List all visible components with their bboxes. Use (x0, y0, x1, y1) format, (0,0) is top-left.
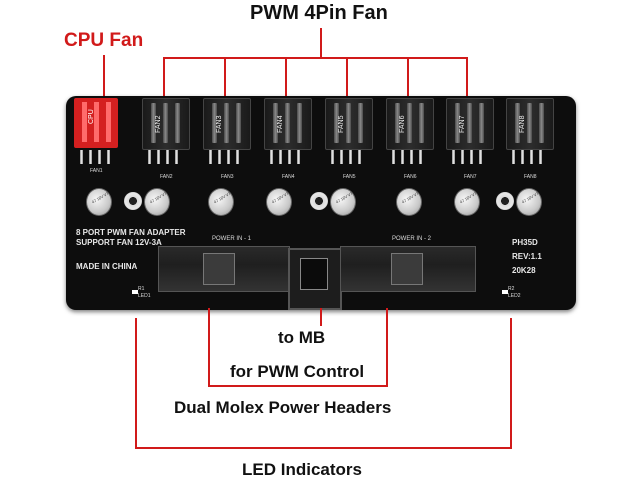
fan8-silk: FAN8 (524, 174, 537, 180)
dual-molex-label: Dual Molex Power Headers (174, 398, 392, 417)
molex-leader-right (386, 308, 388, 386)
pwm-drop-fan4 (285, 57, 287, 97)
fan6-header: FAN6 (386, 98, 434, 150)
led-leader-right (510, 318, 512, 448)
fan7-header-label: FAN7 (459, 115, 466, 133)
silk-power-in-1: POWER IN - 1 (212, 236, 252, 242)
capacitor-c5: 47 16V VT (330, 188, 356, 216)
silk-led1: LED1 (138, 293, 151, 299)
fan2-header-label: FAN2 (155, 115, 162, 133)
fan1-pins (80, 150, 114, 164)
led-leader-left (135, 318, 137, 448)
pwm-drop-fan5 (346, 57, 348, 97)
silk-made-in: MADE IN CHINA (76, 262, 138, 271)
molex-power-in-2 (340, 246, 476, 292)
pwm-drop-fan3 (224, 57, 226, 97)
pwm-leader-vertical (320, 28, 322, 58)
fan3-silk: FAN3 (221, 174, 234, 180)
fan7-header: FAN7 (446, 98, 494, 150)
led-leader-horizontal (135, 447, 512, 449)
capacitor-c1: 47 16V VT (86, 188, 112, 216)
capacitor-c2: 47 16V VT (144, 188, 170, 216)
silk-product-line2: SUPPORT FAN 12V-3A (76, 238, 162, 247)
to-mb-label: to MB (278, 328, 326, 347)
fan6-silk: FAN6 (404, 174, 417, 180)
fan5-header: FAN5 (325, 98, 373, 150)
fan2-header: FAN2 (142, 98, 190, 150)
fan3-pins (209, 150, 243, 164)
fan7-pins (452, 150, 486, 164)
silk-product-line1: 8 PORT PWM FAN ADAPTER (76, 228, 186, 237)
mb-pwm-header (288, 248, 342, 310)
molex-power-in-1 (158, 246, 290, 292)
capacitor-c6: 47 16V VT (396, 188, 422, 216)
silk-model: PH35D (512, 238, 538, 247)
capacitor-c4: 47 16V VT (266, 188, 292, 216)
fan3-header-label: FAN3 (216, 115, 223, 133)
fan2-pins (148, 150, 182, 164)
mount-ring-2 (310, 192, 328, 210)
pwm-drop-fan7 (466, 57, 468, 97)
capacitor-c8: 47 16V VT (516, 188, 542, 216)
molex-leader-left (208, 308, 210, 386)
pwm-leader-horizontal (163, 57, 468, 59)
cpu-leader-vertical (103, 55, 105, 99)
silk-r1: R1 (138, 286, 145, 292)
fan5-header-label: FAN5 (338, 115, 345, 133)
led2-indicator (502, 290, 508, 294)
pwm-control-label: for PWM Control (230, 362, 365, 381)
fan8-pins (512, 150, 546, 164)
mount-ring-1 (124, 192, 142, 210)
pwm-drop-fan6 (407, 57, 409, 97)
capacitor-c7: 47 16V VT (454, 188, 480, 216)
led1-indicator (132, 290, 138, 294)
cpu-fan-label: CPU Fan (64, 30, 144, 51)
fan5-silk: FAN5 (343, 174, 356, 180)
silk-r2: R2 (508, 286, 515, 292)
fan1-silk: FAN1 (90, 168, 103, 174)
silk-date-code: 20K28 (512, 266, 536, 275)
pwm-drop-fan2 (163, 57, 165, 97)
fan6-pins (392, 150, 426, 164)
fan2-silk: FAN2 (160, 174, 173, 180)
pcb-board: CPU FAN2 FAN3 FAN4 FAN5 FAN6 FAN7 FAN8 (66, 96, 576, 310)
capacitor-c3: 47 16V VT (208, 188, 234, 216)
fan7-silk: FAN7 (464, 174, 477, 180)
fan8-header-label: FAN8 (519, 115, 526, 133)
molex-leader-horizontal (208, 385, 388, 387)
silk-power-in-2: POWER IN - 2 (392, 236, 432, 242)
mount-ring-3 (496, 192, 514, 210)
fan6-header-label: FAN6 (399, 115, 406, 133)
cpu-header-label: CPU (88, 109, 95, 124)
fan3-header: FAN3 (203, 98, 251, 150)
silk-led2: LED2 (508, 293, 521, 299)
fan4-pins (270, 150, 304, 164)
fan4-header-label: FAN4 (277, 115, 284, 133)
fan8-header: FAN8 (506, 98, 554, 150)
pwm-fan-label: PWM 4Pin Fan (250, 2, 388, 24)
fan4-header: FAN4 (264, 98, 312, 150)
cpu-fan-header: CPU (74, 98, 118, 148)
mb-leader-vertical (320, 308, 322, 326)
silk-rev: REV:1.1 (512, 252, 542, 261)
led-indicators-label: LED Indicators (242, 460, 362, 479)
fan4-silk: FAN4 (282, 174, 295, 180)
fan5-pins (331, 150, 365, 164)
